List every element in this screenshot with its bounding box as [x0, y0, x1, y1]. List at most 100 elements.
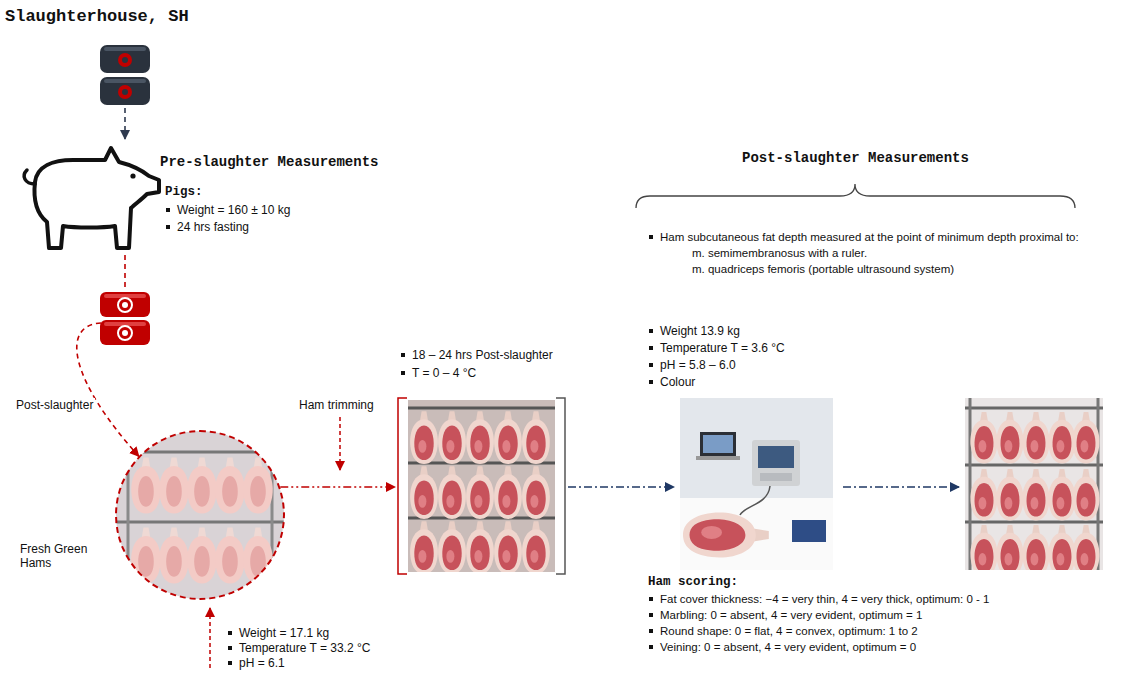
text-group: Weight = 17.1 kgTemperature T = 33.2 °Cp… — [227, 626, 447, 670]
text-group: Ham subcutaneous fat depth measured at t… — [648, 230, 1130, 276]
edge-label: Ham trimming — [297, 398, 376, 412]
shape-use — [131, 527, 161, 583]
shape-use — [410, 521, 438, 572]
bullet-text: Veining: 0 = absent, 4 = very evident, o… — [648, 640, 1118, 654]
shape-circle — [122, 89, 128, 95]
shape-circle — [130, 173, 135, 178]
bullet-text: Weight = 17.1 kg — [227, 626, 447, 640]
shape-use — [1072, 469, 1099, 520]
shape-use — [1072, 525, 1099, 570]
text-group: 18 – 24 hrs Post-slaughter T = 0 – 4 °C — [400, 348, 620, 380]
shape-use — [1022, 525, 1049, 570]
shape-use — [996, 412, 1023, 463]
shape-use — [215, 457, 245, 513]
shape-use — [243, 527, 273, 583]
shape-line — [110, 521, 290, 524]
shape-line — [408, 407, 555, 410]
shape-rect — [100, 320, 150, 345]
shape-line — [127, 430, 130, 600]
heading-text: Slaughterhouse, SH — [5, 7, 240, 27]
final-hams-photo — [965, 398, 1103, 570]
bullet-text: T = 0 – 4 °C — [400, 366, 620, 380]
shape-use — [970, 412, 997, 463]
shape-rect — [680, 498, 833, 570]
shape-use — [438, 411, 466, 464]
pointer-arrow — [209, 608, 211, 668]
shape-rect — [758, 446, 794, 468]
fresh-hams-node: Fresh Green HamsWeight = 17.1 kgTemperat… — [115, 430, 285, 600]
flow-arrow — [124, 108, 126, 139]
shape-circle — [122, 302, 128, 308]
pig-icon — [24, 148, 159, 248]
shape-use — [494, 466, 522, 519]
shape-rect — [680, 398, 833, 570]
shape-use — [466, 466, 494, 519]
shape-use — [494, 521, 522, 572]
shape-rect — [700, 432, 736, 456]
note-text: Fresh Green Hams — [20, 542, 100, 570]
heading-text: Pre-slaughter Measurements — [160, 154, 430, 171]
shape-circle — [122, 57, 128, 63]
flow-arrow — [280, 486, 395, 488]
shape-use — [187, 457, 217, 513]
ultrasound-photo — [680, 398, 833, 570]
flow-arrow — [77, 255, 139, 456]
text-group: Pre-slaughter Measurements — [160, 154, 430, 171]
shape-line — [271, 430, 274, 600]
text-group: Fresh Green Hams — [20, 542, 100, 570]
shape-use — [466, 411, 494, 464]
shape-use — [683, 512, 769, 557]
trimmed-hams-node: 18 – 24 hrs Post-slaughterT = 0 – 4 °C — [408, 400, 555, 572]
shape-use — [1072, 412, 1099, 463]
curly-brace — [636, 184, 1075, 208]
text-group: Ham scoring:Fat cover thickness: −4 = ve… — [648, 574, 1118, 654]
shape-use — [996, 469, 1023, 520]
shape-use — [410, 411, 438, 464]
shape-rect — [104, 79, 146, 83]
shape-circle — [118, 326, 132, 340]
server-icon — [100, 45, 150, 105]
shape-path — [24, 170, 35, 184]
shape-use — [522, 466, 550, 519]
shape-use — [522, 521, 550, 572]
shape-circle — [118, 53, 132, 67]
bullet-text: pH = 6.1 — [227, 656, 447, 670]
shape-rect — [696, 456, 740, 460]
text-group: Pigs:Weight = 160 ± 10 kg24 hrs fasting — [165, 184, 425, 234]
ultrasound-node: Ham subcutaneous fat depth measured at t… — [680, 398, 833, 570]
bullet-text: 24 hrs fasting — [165, 220, 425, 234]
slaughterhouse-node: Slaughterhouse, SH — [5, 5, 245, 108]
bullet-text: 18 – 24 hrs Post-slaughter — [400, 348, 620, 362]
shape-circle — [122, 330, 128, 336]
bullet-text: Weight 13.9 kg — [648, 324, 948, 338]
bullet-text: Ham subcutaneous fat depth measured at t… — [648, 230, 1130, 244]
bullet-text: Weight = 160 ± 10 kg — [165, 203, 425, 217]
shape-use — [131, 457, 161, 513]
bullet-text: Round shape: 0 = flat, 4 = convex, optim… — [648, 624, 1118, 638]
shape-path — [740, 486, 770, 515]
pointer-arrow — [339, 417, 341, 470]
shape-circle — [118, 298, 132, 312]
shape-line — [110, 451, 290, 454]
shape-rect — [792, 520, 826, 542]
shape-rect — [115, 430, 285, 600]
shape-circle — [118, 85, 132, 99]
edge-label: Post-slaughter — [14, 398, 95, 412]
shape-rect — [100, 45, 150, 73]
text-group: Post-slaughter Measurements — [742, 150, 982, 167]
pig-node: Pre-slaughter MeasurementsPigs:Weight = … — [15, 140, 435, 255]
flow-arrow — [843, 486, 959, 488]
shape-line — [969, 398, 972, 570]
shape-line — [965, 521, 1103, 524]
shape-use — [215, 527, 245, 583]
shape-rect — [703, 435, 733, 453]
shape-use — [970, 525, 997, 570]
shape-rect — [100, 292, 150, 317]
shape-rect — [680, 398, 833, 498]
text-group: Weight 13.9 kgTemperature T = 3.6 °CpH =… — [648, 324, 948, 389]
shape-use — [243, 457, 273, 513]
shape-use — [1048, 412, 1075, 463]
bullet-text: Colour — [648, 375, 948, 389]
